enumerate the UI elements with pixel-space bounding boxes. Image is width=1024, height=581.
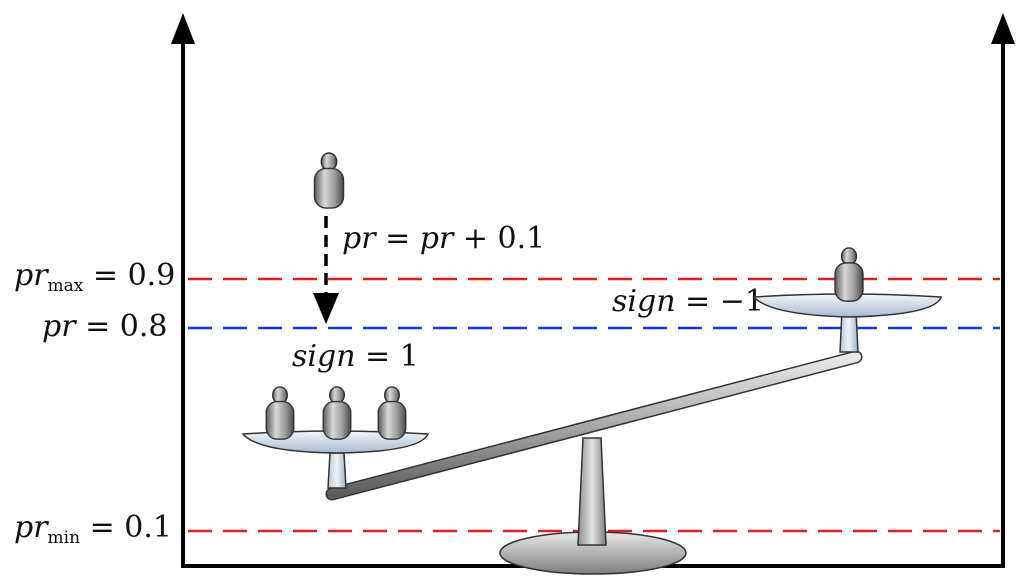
left-pan-stem: [327, 452, 347, 489]
left-axis: [171, 13, 195, 568]
pr-max-label: prmax = 0.9: [14, 258, 175, 296]
right-pan-weight-icon: [834, 247, 864, 302]
right-pan-plate: [752, 293, 943, 318]
sign-left-label: sign = 1: [292, 339, 419, 374]
pr-min-label: prmin = 0.1: [14, 510, 172, 548]
balance-beam: [325, 350, 863, 501]
right-axis-arrow-icon: [991, 13, 1015, 44]
left-pan-weight-2-icon: [322, 386, 352, 440]
pr-level-label: pr = 0.8: [42, 309, 167, 344]
left-pan: [241, 386, 430, 489]
left-pan-weight-3-icon: [377, 386, 407, 440]
fulcrum-post: [577, 437, 607, 546]
fulcrum: [499, 437, 687, 575]
update-rule-label: pr = pr + 0.1: [342, 221, 545, 256]
left-pan-weight-1-icon: [265, 386, 295, 440]
left-axis-arrow-icon: [171, 13, 195, 44]
right-axis: [991, 13, 1015, 568]
falling-weight-icon: [313, 152, 345, 209]
sign-right-label: sign = −1: [612, 284, 764, 319]
drop-arrow-head-icon: [313, 293, 339, 324]
right-pan: [752, 247, 943, 353]
